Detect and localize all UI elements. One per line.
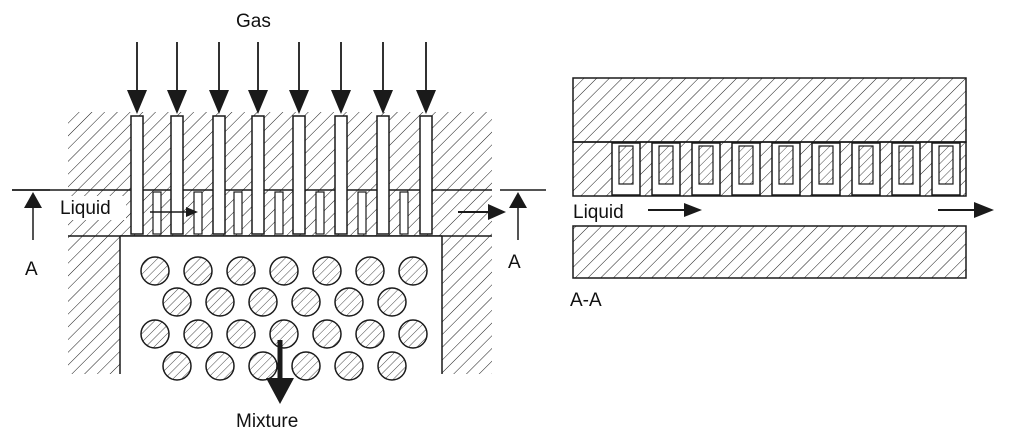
- right-wall: [442, 236, 492, 374]
- packing-spheres: [140, 256, 428, 381]
- gas-capillary: [251, 115, 265, 235]
- liquid-label-section: Liquid: [573, 202, 624, 223]
- section-title: A-A: [570, 290, 602, 311]
- liquid-inlet-arrow: [150, 207, 198, 217]
- comb-tooth: [738, 145, 754, 185]
- gas-capillary: [170, 115, 184, 235]
- packing-sphere: [162, 351, 192, 381]
- gas-arrow-head: [248, 90, 268, 114]
- section-view: Liquid A-A: [570, 77, 994, 311]
- gas-arrow-head: [373, 90, 393, 114]
- packing-sphere: [355, 256, 385, 286]
- packing-sphere: [377, 287, 407, 317]
- packing-sphere: [334, 287, 364, 317]
- gas-arrow-head: [127, 90, 147, 114]
- packing-sphere: [355, 319, 385, 349]
- packing-sphere: [205, 351, 235, 381]
- comb-tooth: [858, 145, 874, 185]
- packing-sphere: [140, 256, 170, 286]
- comb-tooth: [698, 145, 714, 185]
- liquid-channel: [357, 191, 367, 235]
- packing-sphere: [269, 319, 299, 349]
- front-view: Gas Liquid A A Mixture: [12, 11, 546, 432]
- liquid-channel: [399, 191, 409, 235]
- gas-arrow-head: [167, 90, 187, 114]
- comb-groove: [771, 142, 801, 196]
- packing-sphere: [248, 351, 278, 381]
- liquid-channel: [152, 191, 162, 235]
- packing-sphere: [226, 319, 256, 349]
- liquid-channel: [233, 191, 243, 235]
- comb-tooth: [818, 145, 834, 185]
- section-mark-right: [500, 189, 546, 240]
- gas-capillary: [376, 115, 390, 235]
- packing-sphere: [183, 256, 213, 286]
- packing-sphere: [205, 287, 235, 317]
- bottom-plate: [572, 225, 967, 279]
- packing-sphere: [140, 319, 170, 349]
- comb-tooth: [938, 145, 954, 185]
- gas-capillary: [130, 115, 144, 235]
- packing-sphere: [162, 287, 192, 317]
- gas-arrow-head: [416, 90, 436, 114]
- packing-sphere: [226, 256, 256, 286]
- gas-capillaries: [130, 115, 433, 235]
- left-wall: [68, 236, 120, 374]
- packing-sphere: [269, 256, 299, 286]
- liquid-outlet-arrow: [458, 204, 506, 220]
- comb-tooth: [618, 145, 634, 185]
- packing-sphere: [291, 351, 321, 381]
- liquid-arrow-section-in: [648, 203, 702, 217]
- gas-capillary: [292, 115, 306, 235]
- comb-tooth: [898, 145, 914, 185]
- gas-arrow-head: [289, 90, 309, 114]
- gas-arrows: [127, 42, 436, 114]
- packing-sphere: [291, 287, 321, 317]
- gas-label: Gas: [236, 11, 271, 32]
- packing-sphere: [183, 319, 213, 349]
- gas-capillary: [334, 115, 348, 235]
- packing-sphere: [248, 287, 278, 317]
- comb-tooth: [778, 145, 794, 185]
- gas-capillary: [212, 115, 226, 235]
- comb-channels: [611, 142, 961, 196]
- top-plate: [572, 77, 967, 143]
- liquid-arrow-section-out: [938, 202, 994, 218]
- section-mark-left: [12, 189, 50, 240]
- gas-arrow-head: [209, 90, 229, 114]
- packing-sphere: [334, 351, 364, 381]
- packing-sphere: [398, 256, 428, 286]
- gas-arrow-head: [331, 90, 351, 114]
- comb-tooth: [658, 145, 674, 185]
- mixture-arrow: [266, 340, 294, 404]
- mixture-label: Mixture: [236, 411, 298, 432]
- liquid-channel: [315, 191, 325, 235]
- section-label-right: A: [508, 252, 521, 273]
- section-label-left: A: [25, 259, 38, 280]
- liquid-label-left: Liquid: [60, 198, 111, 219]
- packing-sphere: [398, 319, 428, 349]
- packing-sphere: [312, 256, 342, 286]
- gas-capillary: [419, 115, 433, 235]
- packing-sphere: [377, 351, 407, 381]
- packing-sphere: [312, 319, 342, 349]
- liquid-channel: [274, 191, 284, 235]
